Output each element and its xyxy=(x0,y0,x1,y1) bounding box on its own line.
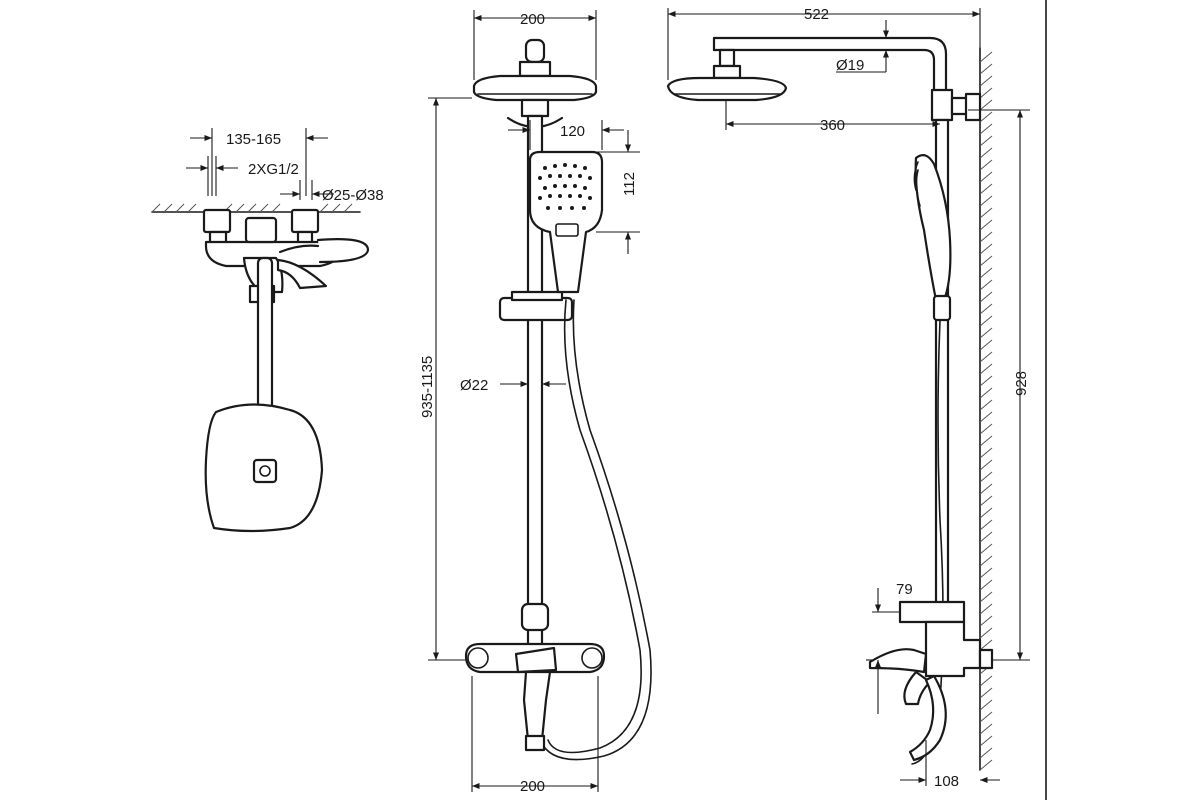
dim-head-offset: 360 xyxy=(820,117,845,134)
hand-shower-nozzles xyxy=(538,163,592,210)
dim-hand-shower-width: 120 xyxy=(560,123,585,140)
dim-mixer-width: 200 xyxy=(520,778,545,795)
dim-pipe-diameter: Ø25-Ø38 xyxy=(322,187,384,204)
top-view: 135-165 2XG1/2 Ø25-Ø38 xyxy=(151,128,384,533)
dim-arm-diameter: Ø19 xyxy=(836,57,864,74)
dim-wall-offset: 108 xyxy=(934,773,959,790)
dim-total-depth: 522 xyxy=(804,6,829,23)
front-view: 200 120 112 935-1135 Ø22 200 xyxy=(419,10,652,795)
dim-mixer-height: 79 xyxy=(896,581,913,598)
dim-rail-diameter: Ø22 xyxy=(460,377,488,394)
side-view: 522 Ø19 360 928 79 108 xyxy=(666,6,1030,790)
dim-spacing: 135-165 xyxy=(226,131,281,148)
dim-hand-shower-height: 112 xyxy=(621,172,638,196)
dim-height-range: 935-1135 xyxy=(419,356,436,418)
wall-hatching-top xyxy=(151,203,353,213)
dim-head-width: 200 xyxy=(520,11,545,28)
wall-hatching-side xyxy=(979,51,993,771)
dim-height: 928 xyxy=(1013,371,1030,396)
dim-connection: 2XG1/2 xyxy=(248,161,299,178)
